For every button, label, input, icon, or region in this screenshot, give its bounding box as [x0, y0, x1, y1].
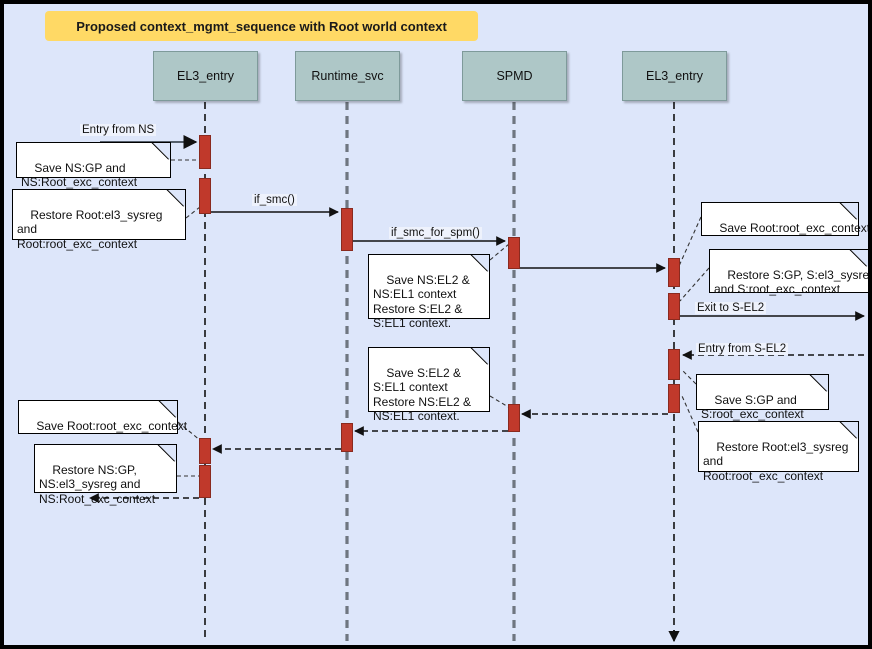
note-save-root-exc-context-right: Save Root:root_exc_context	[701, 202, 868, 236]
activation-bar[interactable]	[341, 208, 353, 251]
activation-bar[interactable]	[199, 438, 211, 464]
note-connector-9	[177, 421, 202, 442]
note-fold-icon	[472, 348, 489, 365]
note-fold-icon	[841, 203, 858, 220]
note-fold-icon	[153, 143, 170, 160]
note-connector-4	[678, 216, 702, 267]
note-fold-icon	[168, 190, 185, 207]
note-save-ns-gp: Save NS:GP and NS:Root_exc_context	[16, 142, 171, 189]
note-save-s-el2-restore-ns-el2: Save S:EL2 & S:EL1 context Restore NS:EL…	[368, 347, 490, 423]
note-text: Save Root:root_exc_context	[36, 418, 188, 433]
message-label-if-smc: if_smc()	[252, 194, 297, 206]
lifeline-head-el3-entry-left[interactable]: EL3_entry	[153, 51, 258, 101]
activation-bar[interactable]	[508, 237, 520, 269]
note-restore-root-el3-sysreg-bottom: Restore Root:el3_sysreg and Root:root_ex…	[698, 421, 859, 483]
note-restore-s-gp: Restore S:GP, S:el3_sysreg and S:root_ex…	[709, 249, 868, 296]
message-label-entry-from-ns: Entry from NS	[80, 124, 157, 136]
lifeline-head-spmd[interactable]: SPMD	[462, 51, 567, 101]
note-text: Save S:EL2 & S:EL1 context Restore NS:EL…	[373, 365, 472, 424]
note-text: Restore Root:el3_sysreg and Root:root_ex…	[703, 439, 849, 483]
note-fold-icon	[811, 375, 828, 392]
message-label-if-smc-for-spm: if_smc_for_spm()	[389, 227, 482, 239]
note-text: Save NS:EL2 & NS:EL1 context Restore S:E…	[373, 272, 470, 331]
note-connector-2	[185, 206, 201, 219]
activation-bar[interactable]	[199, 135, 211, 169]
note-connectors	[171, 159, 710, 477]
activation-bar[interactable]	[668, 293, 680, 320]
note-restore-root-el3-sysreg-top: Restore Root:el3_sysreg and Root:root_ex…	[12, 189, 186, 251]
note-save-ns-el2-restore-s-el2: Save NS:EL2 & NS:EL1 context Restore S:E…	[368, 254, 490, 330]
activation-bar[interactable]	[668, 349, 680, 380]
note-connector-7	[681, 369, 697, 385]
diagram-title-banner: Proposed context_mgmt_sequence with Root…	[45, 11, 478, 41]
note-text: Save Root:root_exc_context	[719, 220, 871, 235]
lifeline-head-runtime-svc[interactable]: Runtime_svc	[295, 51, 400, 101]
activation-bar[interactable]	[199, 465, 211, 498]
activation-bar[interactable]	[341, 423, 353, 452]
note-fold-icon	[851, 250, 868, 267]
activation-bar[interactable]	[199, 178, 211, 214]
note-save-s-gp: Save S:GP and S:root_exc_context	[696, 374, 829, 421]
note-connector-5	[679, 267, 710, 302]
note-text: Restore Root:el3_sysreg and Root:root_ex…	[17, 207, 163, 251]
note-connector-3	[489, 243, 510, 261]
note-fold-icon	[160, 401, 177, 418]
note-text: Restore S:GP, S:el3_sysreg and S:root_ex…	[714, 267, 872, 297]
activation-bar[interactable]	[668, 258, 680, 287]
lifeline-head-el3-entry-right[interactable]: EL3_entry	[622, 51, 727, 101]
note-restore-ns-gp: Restore NS:GP, NS:el3_sysreg and NS:Root…	[34, 444, 177, 506]
note-text: Restore NS:GP, NS:el3_sysreg and NS:Root…	[39, 462, 156, 506]
note-fold-icon	[472, 255, 489, 272]
message-label-exit-to-s-el2: Exit to S-EL2	[695, 302, 767, 314]
note-fold-icon	[159, 445, 176, 462]
message-arrows-dashed	[89, 350, 864, 503]
note-connector-6	[489, 395, 511, 409]
activation-bar[interactable]	[508, 404, 520, 432]
note-text: Save NS:GP and NS:Root_exc_context	[21, 160, 138, 190]
message-label-entry-from-s-el2: Entry from S-EL2	[696, 343, 789, 355]
note-text: Save S:GP and S:root_exc_context	[701, 392, 804, 422]
activation-bar[interactable]	[668, 384, 680, 413]
note-save-root-exc-context-left: Save Root:root_exc_context	[18, 400, 187, 434]
note-fold-icon	[841, 422, 858, 439]
